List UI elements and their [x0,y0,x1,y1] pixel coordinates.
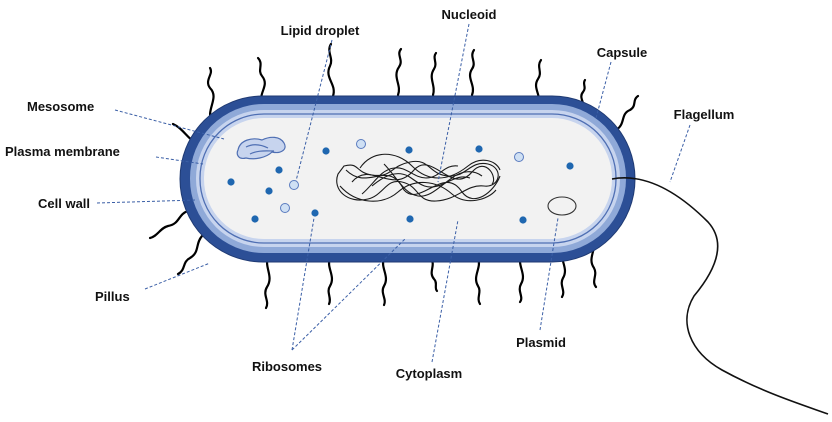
cell-envelope [180,96,635,262]
label-lipid-droplet: Lipid droplet [281,23,360,38]
ribosome [406,215,413,222]
label-nucleoid: Nucleoid [442,7,497,22]
label-plasmid: Plasmid [516,335,566,350]
ribosome [311,209,318,216]
label-cell-wall: Cell wall [38,196,90,211]
ribosome [227,178,234,185]
label-mesosome: Mesosome [27,99,94,114]
ribosome [405,146,412,153]
lipid-droplet-2 [281,204,290,213]
label-ribosomes: Ribosomes [252,359,322,374]
ribosome [475,145,482,152]
lipid-droplet-1 [290,181,299,190]
lipid-droplet-3 [357,140,366,149]
label-flagellum: Flagellum [674,107,735,122]
flagellum [612,178,828,414]
label-plasma-membrane: Plasma membrane [5,144,120,159]
label-capsule: Capsule [597,45,648,60]
ribosome [519,216,526,223]
ribosome [322,147,329,154]
label-cytoplasm: Cytoplasm [396,366,462,381]
ribosome [251,215,258,222]
ribosome [566,162,573,169]
lipid-droplet-4 [515,153,524,162]
ribosome [275,166,282,173]
ribosome [265,187,272,194]
label-pillus: Pillus [95,289,130,304]
